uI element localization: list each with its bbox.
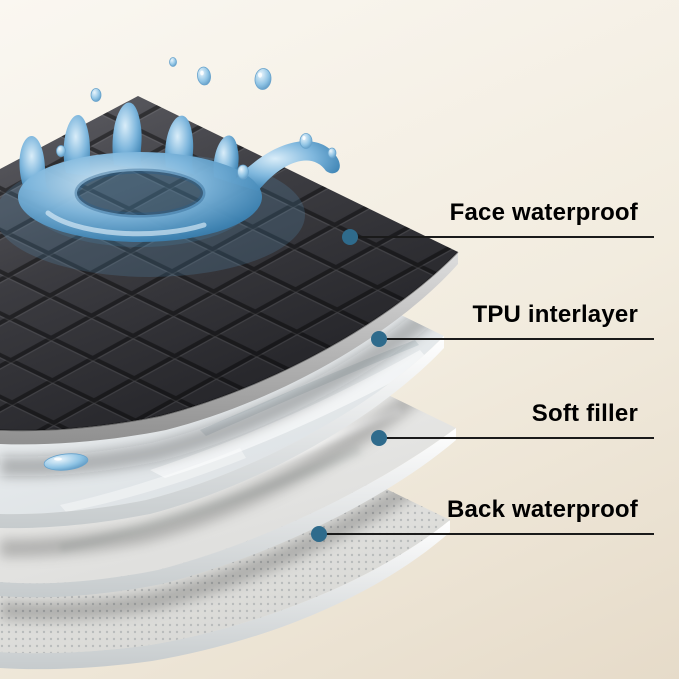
callout-soft-filler: Soft filler	[371, 399, 654, 446]
water-droplets	[56, 57, 337, 180]
face-waterproof-marker-dot	[342, 229, 358, 245]
splash-ring-inner-shade	[74, 168, 206, 218]
face-quilt-pattern	[0, 96, 458, 431]
back-waterproof-marker-dot	[311, 526, 327, 542]
callout-face-waterproof: Face waterproof	[342, 198, 654, 245]
shadow-on-back-layer	[0, 450, 450, 621]
splash-ring	[17, 151, 262, 243]
callout-face-waterproof-label: Face waterproof	[449, 199, 638, 226]
tpu-interlayer-marker-dot	[371, 331, 387, 347]
soft-filler-edge	[0, 428, 456, 598]
callout-tpu-interlayer: TPU interlayer	[371, 300, 654, 347]
soft-filler-marker-dot	[371, 430, 387, 446]
face-edge	[0, 252, 458, 445]
tpu-edge	[0, 336, 444, 529]
back-layer-edge	[0, 520, 450, 670]
callout-back-waterproof-label: Back waterproof	[446, 496, 638, 523]
callout-back-waterproof: Back waterproof	[311, 495, 654, 542]
callout-soft-filler-label: Soft filler	[531, 400, 638, 427]
splash-highlight	[45, 210, 207, 237]
water-splash	[17, 102, 340, 243]
shadow-on-soft-filler	[0, 365, 447, 558]
face-edge-seam	[0, 251, 459, 432]
callout-tpu-interlayer-label: TPU interlayer	[472, 301, 638, 328]
